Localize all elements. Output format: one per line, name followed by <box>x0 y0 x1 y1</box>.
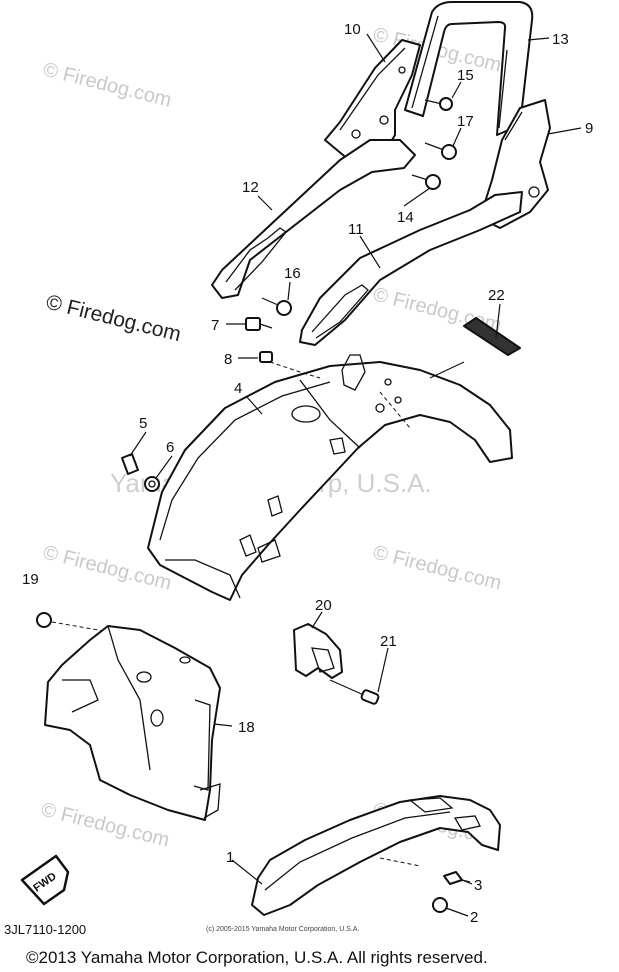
callout-15: 15 <box>457 67 474 84</box>
callout-10: 10 <box>344 21 361 38</box>
clip-8[interactable] <box>259 351 273 363</box>
small-copyright: (c) 2005-2015 Yamaha Motor Corporation, … <box>206 926 359 933</box>
part-12-left-rail[interactable] <box>211 139 416 299</box>
leader-lines <box>129 33 582 917</box>
bolt-7[interactable] <box>245 317 273 331</box>
part-22-label[interactable] <box>463 317 521 356</box>
callout-1: 1 <box>226 849 234 866</box>
part-18-inner-fender[interactable] <box>44 625 221 821</box>
fwd-arrow: FWD <box>20 854 70 906</box>
callout-18: 18 <box>238 719 255 736</box>
part-5-bolt[interactable] <box>121 453 139 475</box>
callout-12: 12 <box>242 179 259 196</box>
callout-21: 21 <box>380 633 397 650</box>
part-6-nut[interactable] <box>144 476 160 492</box>
callout-14: 14 <box>397 209 414 226</box>
part-13-grab-bar[interactable] <box>404 1 534 136</box>
callout-20: 20 <box>315 597 332 614</box>
watermark-firedog: © Firedog.com <box>44 291 183 347</box>
callout-16: 16 <box>284 265 301 282</box>
part-20-bracket[interactable] <box>293 623 343 679</box>
callout-7: 7 <box>211 317 219 334</box>
callouts: 10 13 15 9 17 12 11 14 16 7 8 22 4 5 6 1… <box>22 21 593 926</box>
callout-6: 6 <box>166 439 174 456</box>
part-4-rear-fender[interactable] <box>147 354 513 601</box>
callout-11: 11 <box>348 221 364 238</box>
callout-4: 4 <box>234 380 242 397</box>
callout-13: 13 <box>552 31 569 48</box>
watermark-firedog: © Firedog.com <box>39 799 172 852</box>
diagram-code: 3JL7110-1200 <box>4 922 86 937</box>
footer-copyright: ©2013 Yamaha Motor Corporation, U.S.A. A… <box>26 948 488 967</box>
watermark-firedog: © Firedog.com <box>41 59 174 112</box>
bolt-16[interactable] <box>261 297 292 316</box>
watermark-firedog: © Firedog.com <box>371 542 504 595</box>
part-2-bolt[interactable] <box>432 897 448 913</box>
callout-2: 2 <box>470 909 478 926</box>
callout-3: 3 <box>474 877 482 894</box>
part-21-screw[interactable] <box>329 679 380 705</box>
part-1-front-fender[interactable] <box>251 795 501 916</box>
part-11-right-rail[interactable] <box>299 191 523 346</box>
callout-8: 8 <box>224 351 232 368</box>
callout-9: 9 <box>585 120 593 137</box>
callout-19: 19 <box>22 571 39 588</box>
callout-17: 17 <box>457 113 474 130</box>
bolt-15[interactable] <box>424 97 453 111</box>
bolt-14[interactable] <box>411 174 441 190</box>
callout-22: 22 <box>488 287 505 304</box>
bolt-17[interactable] <box>424 142 457 160</box>
callout-5: 5 <box>139 415 147 432</box>
part-19-bolt[interactable] <box>36 612 111 633</box>
